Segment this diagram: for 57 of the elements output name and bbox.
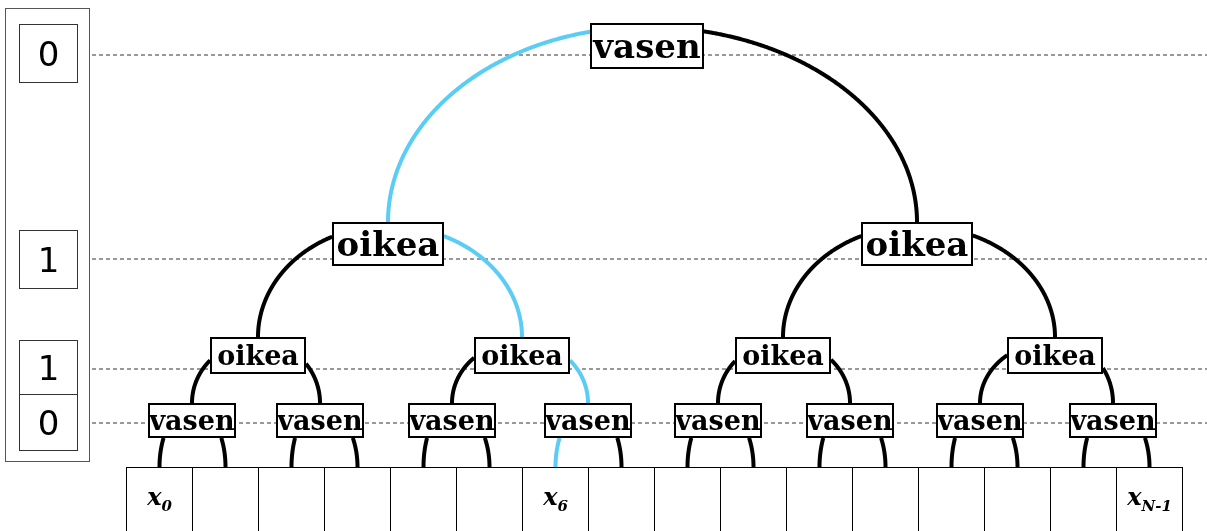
bit-box <box>19 340 78 395</box>
bit-label: 0 <box>37 402 60 443</box>
bit-box <box>19 394 78 451</box>
node-label: vasen <box>149 405 235 436</box>
tree-edge-arc <box>716 359 737 405</box>
tree-edge-arc <box>157 436 166 469</box>
node-label: vasen <box>807 405 893 436</box>
node-label: oikea <box>336 224 440 264</box>
tree-edge-arc <box>289 436 298 469</box>
node-label: vasen <box>409 405 495 436</box>
tree-node-box <box>474 337 570 374</box>
node-label: oikea <box>865 224 969 264</box>
node-label: vasen <box>277 405 363 436</box>
tree-edge-arc <box>685 436 694 469</box>
tree-edge-arc <box>553 436 562 469</box>
node-label: oikea <box>481 340 563 371</box>
tree-edge-arc <box>1081 436 1090 469</box>
tree-edge-arc <box>190 358 212 405</box>
tree-edge-arc <box>781 234 863 339</box>
cell-label: x$_{6}$ <box>543 481 568 515</box>
tree-edge-arc <box>350 436 360 469</box>
tree-edge-arc <box>817 436 826 469</box>
node-label: oikea <box>1014 340 1096 371</box>
node-label: oikea <box>742 340 824 371</box>
tree-edge-arc <box>978 353 1009 405</box>
bit-label: 1 <box>37 239 60 280</box>
tree-node-box <box>210 337 306 374</box>
cell-label: x$_{0}$ <box>147 481 172 515</box>
node-label: vasen <box>675 405 761 436</box>
node-label: vasen <box>545 405 631 436</box>
node-label: oikea <box>217 340 299 371</box>
node-label: vasen <box>593 26 701 66</box>
tree-edge-arc <box>1143 436 1152 469</box>
tree-edge-arc <box>421 436 430 469</box>
bit-label: 1 <box>37 347 60 388</box>
bit-label: 0 <box>37 33 60 74</box>
tree-edge-arc <box>219 436 228 469</box>
array-cell <box>126 467 193 531</box>
tree-edge-arc <box>615 436 624 469</box>
cell-label: x$_{N-1}$ <box>1127 481 1172 515</box>
tree-node-box <box>735 337 831 374</box>
bit-box <box>19 230 78 289</box>
array-cell <box>1116 467 1183 531</box>
tree-node-box <box>1007 337 1103 374</box>
tree-edge-arc <box>1010 436 1020 469</box>
tree-edge-arc <box>949 436 958 469</box>
tree-edge-arc <box>747 436 756 469</box>
tree-edge-arc <box>1101 366 1115 405</box>
tree-edge-arc <box>879 436 888 469</box>
bit-column-panel <box>5 8 90 462</box>
node-label: vasen <box>1070 405 1156 436</box>
tree-edge-arc <box>386 29 592 224</box>
bit-box <box>19 24 78 83</box>
tree-edge-arc <box>482 436 492 469</box>
tree-edge-arc <box>256 234 334 339</box>
tree-edge-arc <box>450 355 476 405</box>
node-label: vasen <box>937 405 1023 436</box>
